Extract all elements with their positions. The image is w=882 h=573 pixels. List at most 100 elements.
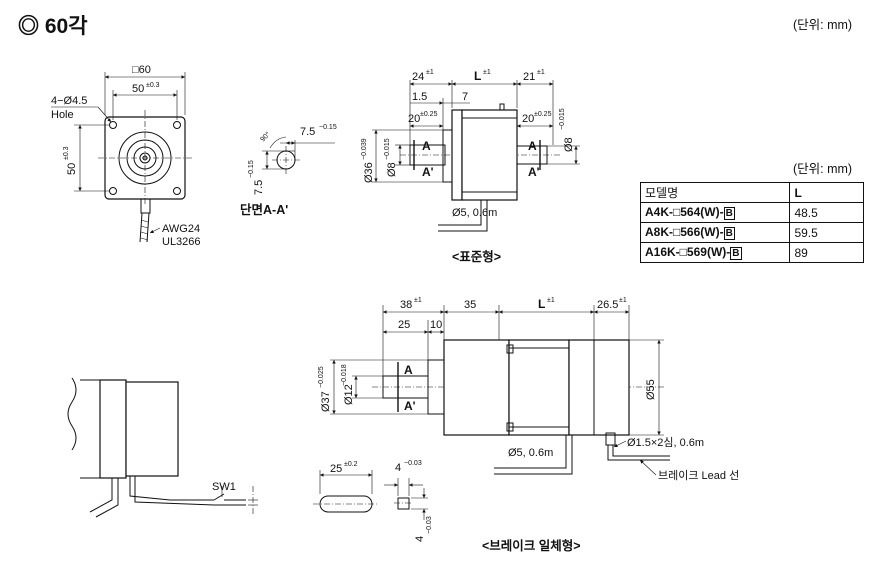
front-view: □60 50 ±0.3 4−Ø4.5 Hole 50 ±0.3 AWG24 UL… [51, 64, 201, 248]
holes-sub-label: Hole [51, 109, 74, 121]
std-rear-shaft-d: Ø8 [563, 137, 575, 152]
brake-shaft-d: Ø12 [343, 384, 355, 405]
dim-pitch: 50 [132, 83, 144, 95]
cut-a-label: A [422, 139, 431, 153]
mount-hole [173, 121, 181, 129]
std-cable-label: Ø5, 0.6m [452, 207, 497, 219]
brake-pilot: Ø37 [320, 391, 332, 412]
brake-badge: B [723, 227, 735, 240]
std-front-tol: ±1 [426, 69, 434, 76]
dim-pitch-tol: ±0.3 [146, 82, 160, 89]
length-value: 59.5 [789, 222, 864, 243]
table-header-row: 모델명 L [639, 182, 864, 203]
std-body-tol: ±1 [483, 69, 491, 76]
std-shaft-rear: 20 [522, 113, 534, 125]
std-shaft-front-tol: ±0.25 [420, 111, 438, 118]
std-boss-to: 7 [462, 91, 468, 103]
brake-pilot-tol: −0.025 [318, 366, 325, 388]
unit-label-top: (단위: mm) [793, 18, 853, 32]
std-front-len: 24 [412, 71, 424, 83]
length-value: 89 [789, 242, 864, 263]
brake-shaft-len: 25 [398, 319, 410, 331]
std-shaft-d: Ø8 [386, 162, 398, 177]
brake-badge: B [723, 207, 735, 220]
brake-cut-a2: A' [404, 399, 416, 413]
std-shaft-front: 20 [408, 113, 420, 125]
table-header-l: L [789, 182, 864, 203]
std-shaft-d-tol: −0.015 [384, 138, 391, 160]
standard-view: A A' A A' Ø5, 0.6m 24 ±1 L ±1 21 ±1 1.5 … [361, 69, 580, 232]
length-value: 48.5 [789, 202, 864, 223]
key-width: 4 [395, 462, 401, 474]
motor-body [461, 109, 518, 201]
brake-front-tol: ±1 [414, 297, 422, 304]
table-header-model: 모델명 [639, 182, 791, 203]
std-rear-shaft-d-tol: −0.015 [559, 108, 566, 130]
cut-a2-label: A' [422, 165, 434, 179]
svg-text:A: A [528, 139, 537, 153]
standard-caption: <표준형> [452, 249, 501, 264]
section-caption: 단면A-A' [240, 202, 288, 217]
brake-body-tol: ±1 [547, 297, 555, 304]
switch-view: SW1 [67, 377, 258, 518]
wire-gauge-label: AWG24 [162, 223, 200, 235]
section-angle: 90° [259, 130, 272, 143]
key-width-tol: −0.03 [404, 460, 422, 467]
key-view: 25 ±0.2 4 −0.03 4 −0.03 [313, 460, 433, 542]
section-width-tol: −0.15 [319, 124, 337, 131]
std-rear-len: 21 [523, 71, 535, 83]
table-row: A8K-□566(W)-B 59.5 [639, 222, 864, 243]
page-title: ◎ 60각 [18, 15, 88, 38]
key-length-tol: ±0.2 [344, 461, 358, 468]
std-rear-tol: ±1 [537, 69, 545, 76]
holes-label: 4−Ø4.5 [51, 95, 87, 107]
brake-collar-len: 10 [430, 319, 442, 331]
brake-body-len: L [538, 297, 545, 311]
section-view: 7.5 −0.15 90° 7.5 −0.15 [248, 124, 337, 195]
std-pilot: Ø36 [363, 162, 375, 183]
brake-view: A A' Ø5, 0.6m Ø1.5×2심, 0.6m 브레이크 Lead 선 … [318, 297, 739, 482]
model-name: A4K-□564(W)- [645, 205, 724, 219]
spec-table: 모델명 L A4K-□564(W)-B 48.5 A8K-□566(W)-B 5… [639, 182, 864, 263]
model-name: A16K-□569(W)- [645, 245, 731, 259]
brake-front-len: 38 [400, 299, 412, 311]
wire-std-label: UL3266 [162, 236, 201, 248]
section-height-tol: −0.15 [248, 160, 255, 178]
brake-brake-tol: ±1 [619, 297, 627, 304]
std-pilot-tol: −0.039 [361, 138, 368, 160]
dim-pitch-v-tol: ±0.3 [63, 146, 70, 160]
brake-unit [568, 339, 630, 436]
brake-motor-body [508, 339, 570, 436]
key-height-tol: −0.03 [426, 516, 433, 534]
key-end [397, 497, 410, 510]
std-shaft-rear-tol: ±0.25 [534, 111, 552, 118]
brake-brake-len: 26.5 [597, 299, 618, 311]
brake-lead-label: 브레이크 Lead 선 [658, 469, 739, 482]
std-boss: 1.5 [412, 91, 427, 103]
brake-cut-a: A [404, 363, 413, 377]
brake-gap: 35 [464, 299, 476, 311]
dim-pitch-v: 50 [66, 163, 78, 175]
brake-badge: B [730, 247, 742, 260]
dim-square: □60 [132, 64, 151, 76]
table-row: A4K-□564(W)-B 48.5 [639, 202, 864, 223]
rear-shaft [516, 145, 548, 165]
key-length: 25 [330, 463, 342, 475]
gear-housing [443, 339, 510, 436]
brake-unit-sketch [125, 381, 179, 477]
unit-label-table: (단위: mm) [793, 162, 853, 176]
model-name: A8K-□566(W)- [645, 225, 724, 239]
brake-d: Ø55 [645, 379, 657, 400]
brake-caption: <브레이크 일체형> [482, 538, 581, 553]
brake-shaft-d-tol: −0.018 [341, 364, 348, 386]
brake-cable-spec: Ø1.5×2심, 0.6m [627, 436, 704, 449]
switch-label: SW1 [212, 481, 236, 493]
section-width: 7.5 [300, 126, 315, 138]
key-height: 4 [414, 536, 426, 542]
mount-hole [173, 187, 181, 195]
flange [451, 109, 463, 201]
svg-text:A': A' [528, 165, 540, 179]
brake-motor-cable: Ø5, 0.6m [508, 447, 553, 459]
table-row: A16K-□569(W)-B 89 [639, 242, 864, 263]
